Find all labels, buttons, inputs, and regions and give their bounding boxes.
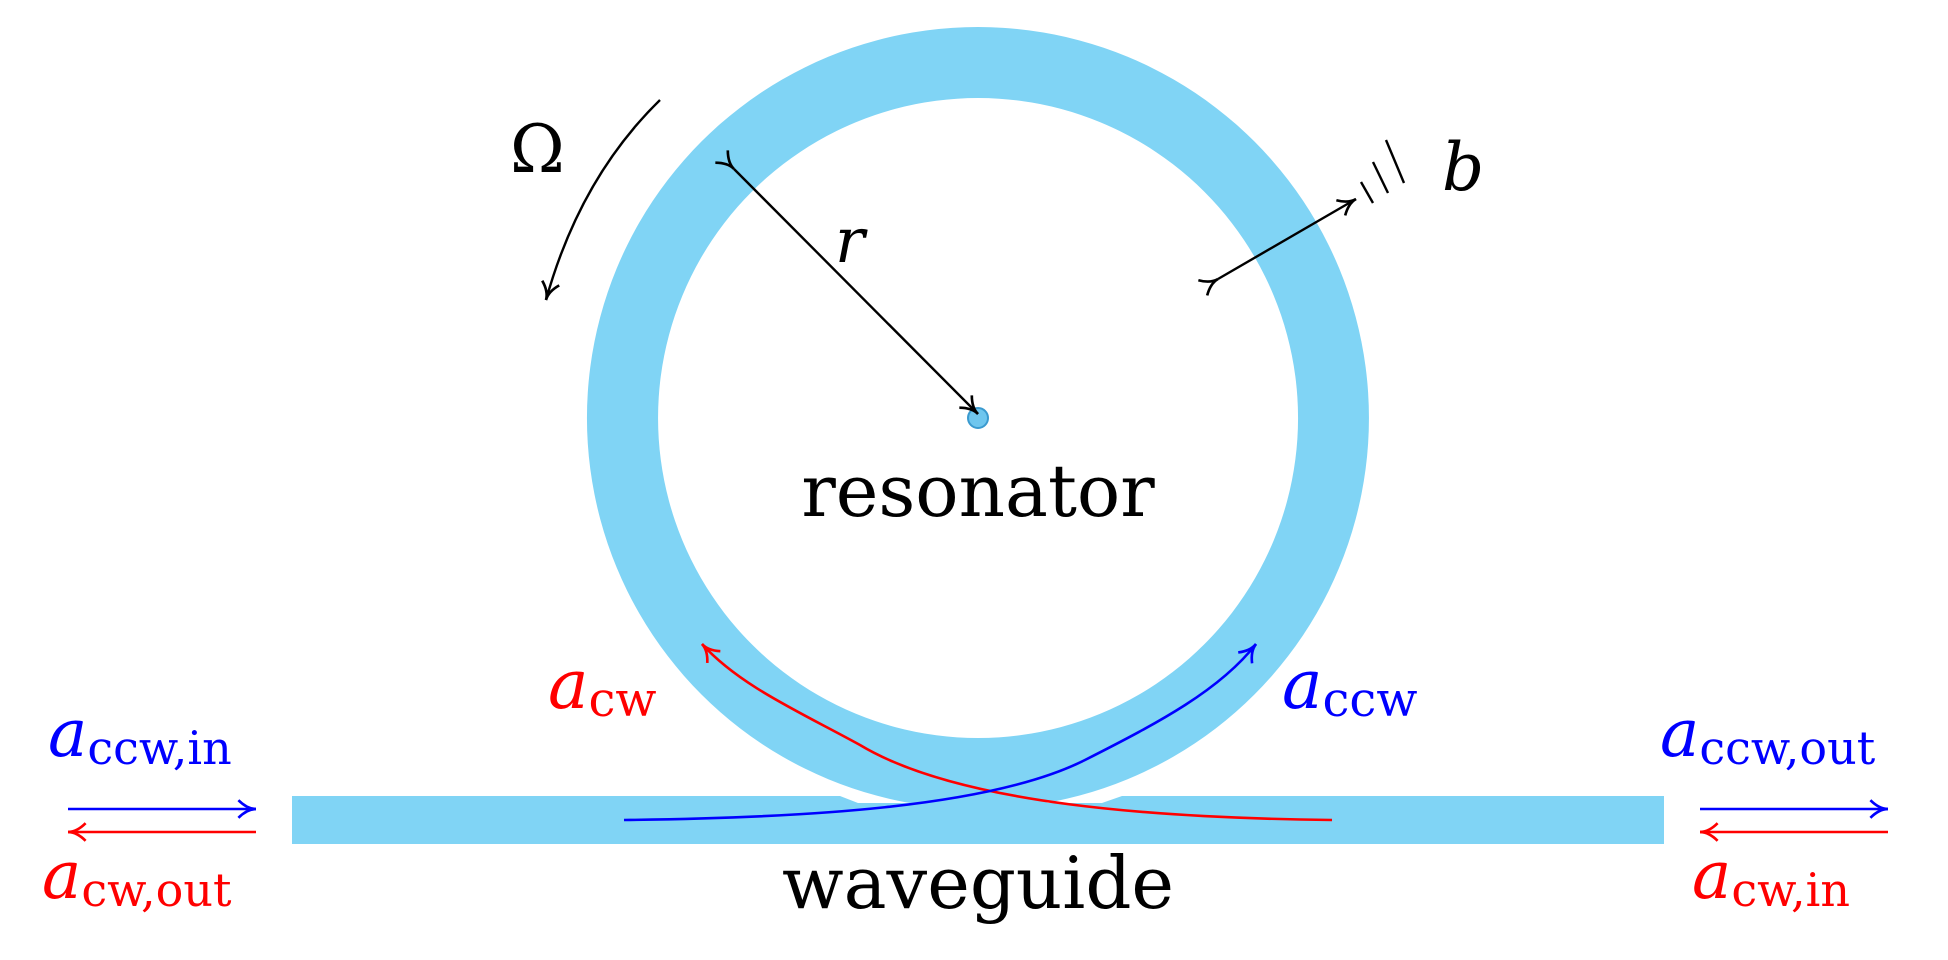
resonator-label: resonator bbox=[801, 449, 1155, 533]
rotation-arrow bbox=[541, 99, 661, 301]
a-cw-in-sub: cw,in bbox=[1731, 863, 1850, 917]
a-cw-in-label: acw,in bbox=[1692, 837, 1850, 917]
a-ccw-out-sub: ccw,out bbox=[1699, 721, 1875, 775]
a-ccw-out-label: accw,out bbox=[1660, 695, 1876, 775]
a-ccw-in-label: accw,in bbox=[48, 695, 232, 775]
a-ccw-label: accw bbox=[1282, 646, 1417, 728]
a-cw-out-label: acw,out bbox=[42, 837, 232, 917]
width-arrow bbox=[1198, 197, 1357, 296]
a-cw-base: a bbox=[548, 646, 589, 725]
width-label: b bbox=[1442, 129, 1484, 206]
a-cw-label: acw bbox=[548, 646, 657, 728]
a-cw-out-base: a bbox=[42, 837, 81, 914]
cw-mode-path bbox=[700, 643, 1333, 822]
a-ccw-base: a bbox=[1282, 646, 1323, 725]
a-cw-sub: cw bbox=[589, 672, 657, 728]
a-ccw-in-sub: ccw,in bbox=[87, 721, 231, 775]
waveguide-bar bbox=[292, 796, 1664, 844]
a-ccw-sub: ccw bbox=[1323, 672, 1418, 728]
a-ccw-out-base: a bbox=[1660, 695, 1699, 772]
waveguide-label: waveguide bbox=[782, 841, 1174, 925]
a-cw-out-sub: cw,out bbox=[81, 863, 232, 917]
rotation-label: Ω bbox=[510, 111, 565, 188]
width-tick-marks bbox=[1359, 139, 1406, 204]
resonator-center-dot bbox=[967, 407, 989, 429]
a-cw-in-base: a bbox=[1692, 837, 1731, 914]
ccw-mode-path bbox=[623, 643, 1258, 822]
radius-arrow bbox=[715, 150, 979, 415]
a-ccw-in-base: a bbox=[48, 695, 87, 772]
radius-label: r bbox=[835, 204, 868, 277]
